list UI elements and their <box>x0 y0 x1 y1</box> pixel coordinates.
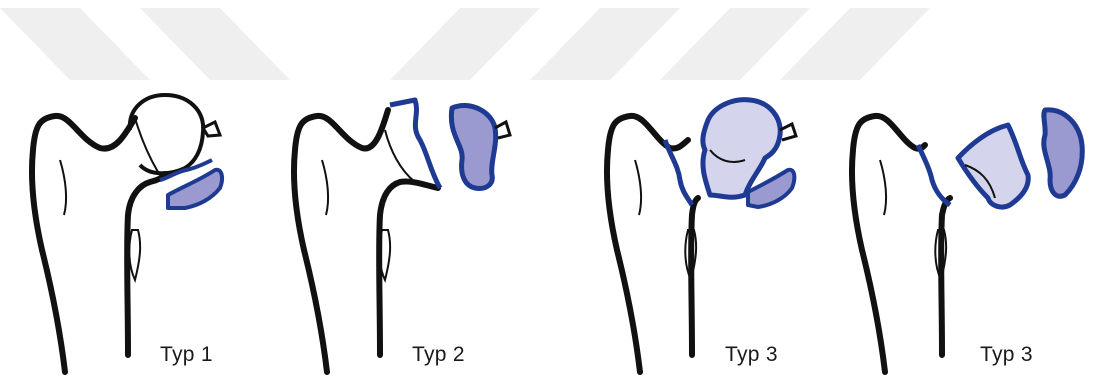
type-label: Typ 1 <box>160 343 213 367</box>
fracture-type-panel-2: Typ 2 <box>270 0 570 379</box>
femur-diagram-2 <box>270 0 570 379</box>
fracture-type-panel-3: Typ 3 <box>570 0 840 379</box>
type-label: Typ 2 <box>412 343 465 367</box>
type-label: Typ 3 <box>725 343 778 367</box>
femur-diagram-1 <box>0 0 270 379</box>
femur-diagram-4 <box>840 0 1103 379</box>
fracture-type-panel-1: Typ 1 <box>0 0 270 379</box>
fracture-type-panel-4: Typ 3 <box>840 0 1103 379</box>
type-label: Typ 3 <box>980 343 1033 367</box>
femur-diagram-3 <box>570 0 840 379</box>
